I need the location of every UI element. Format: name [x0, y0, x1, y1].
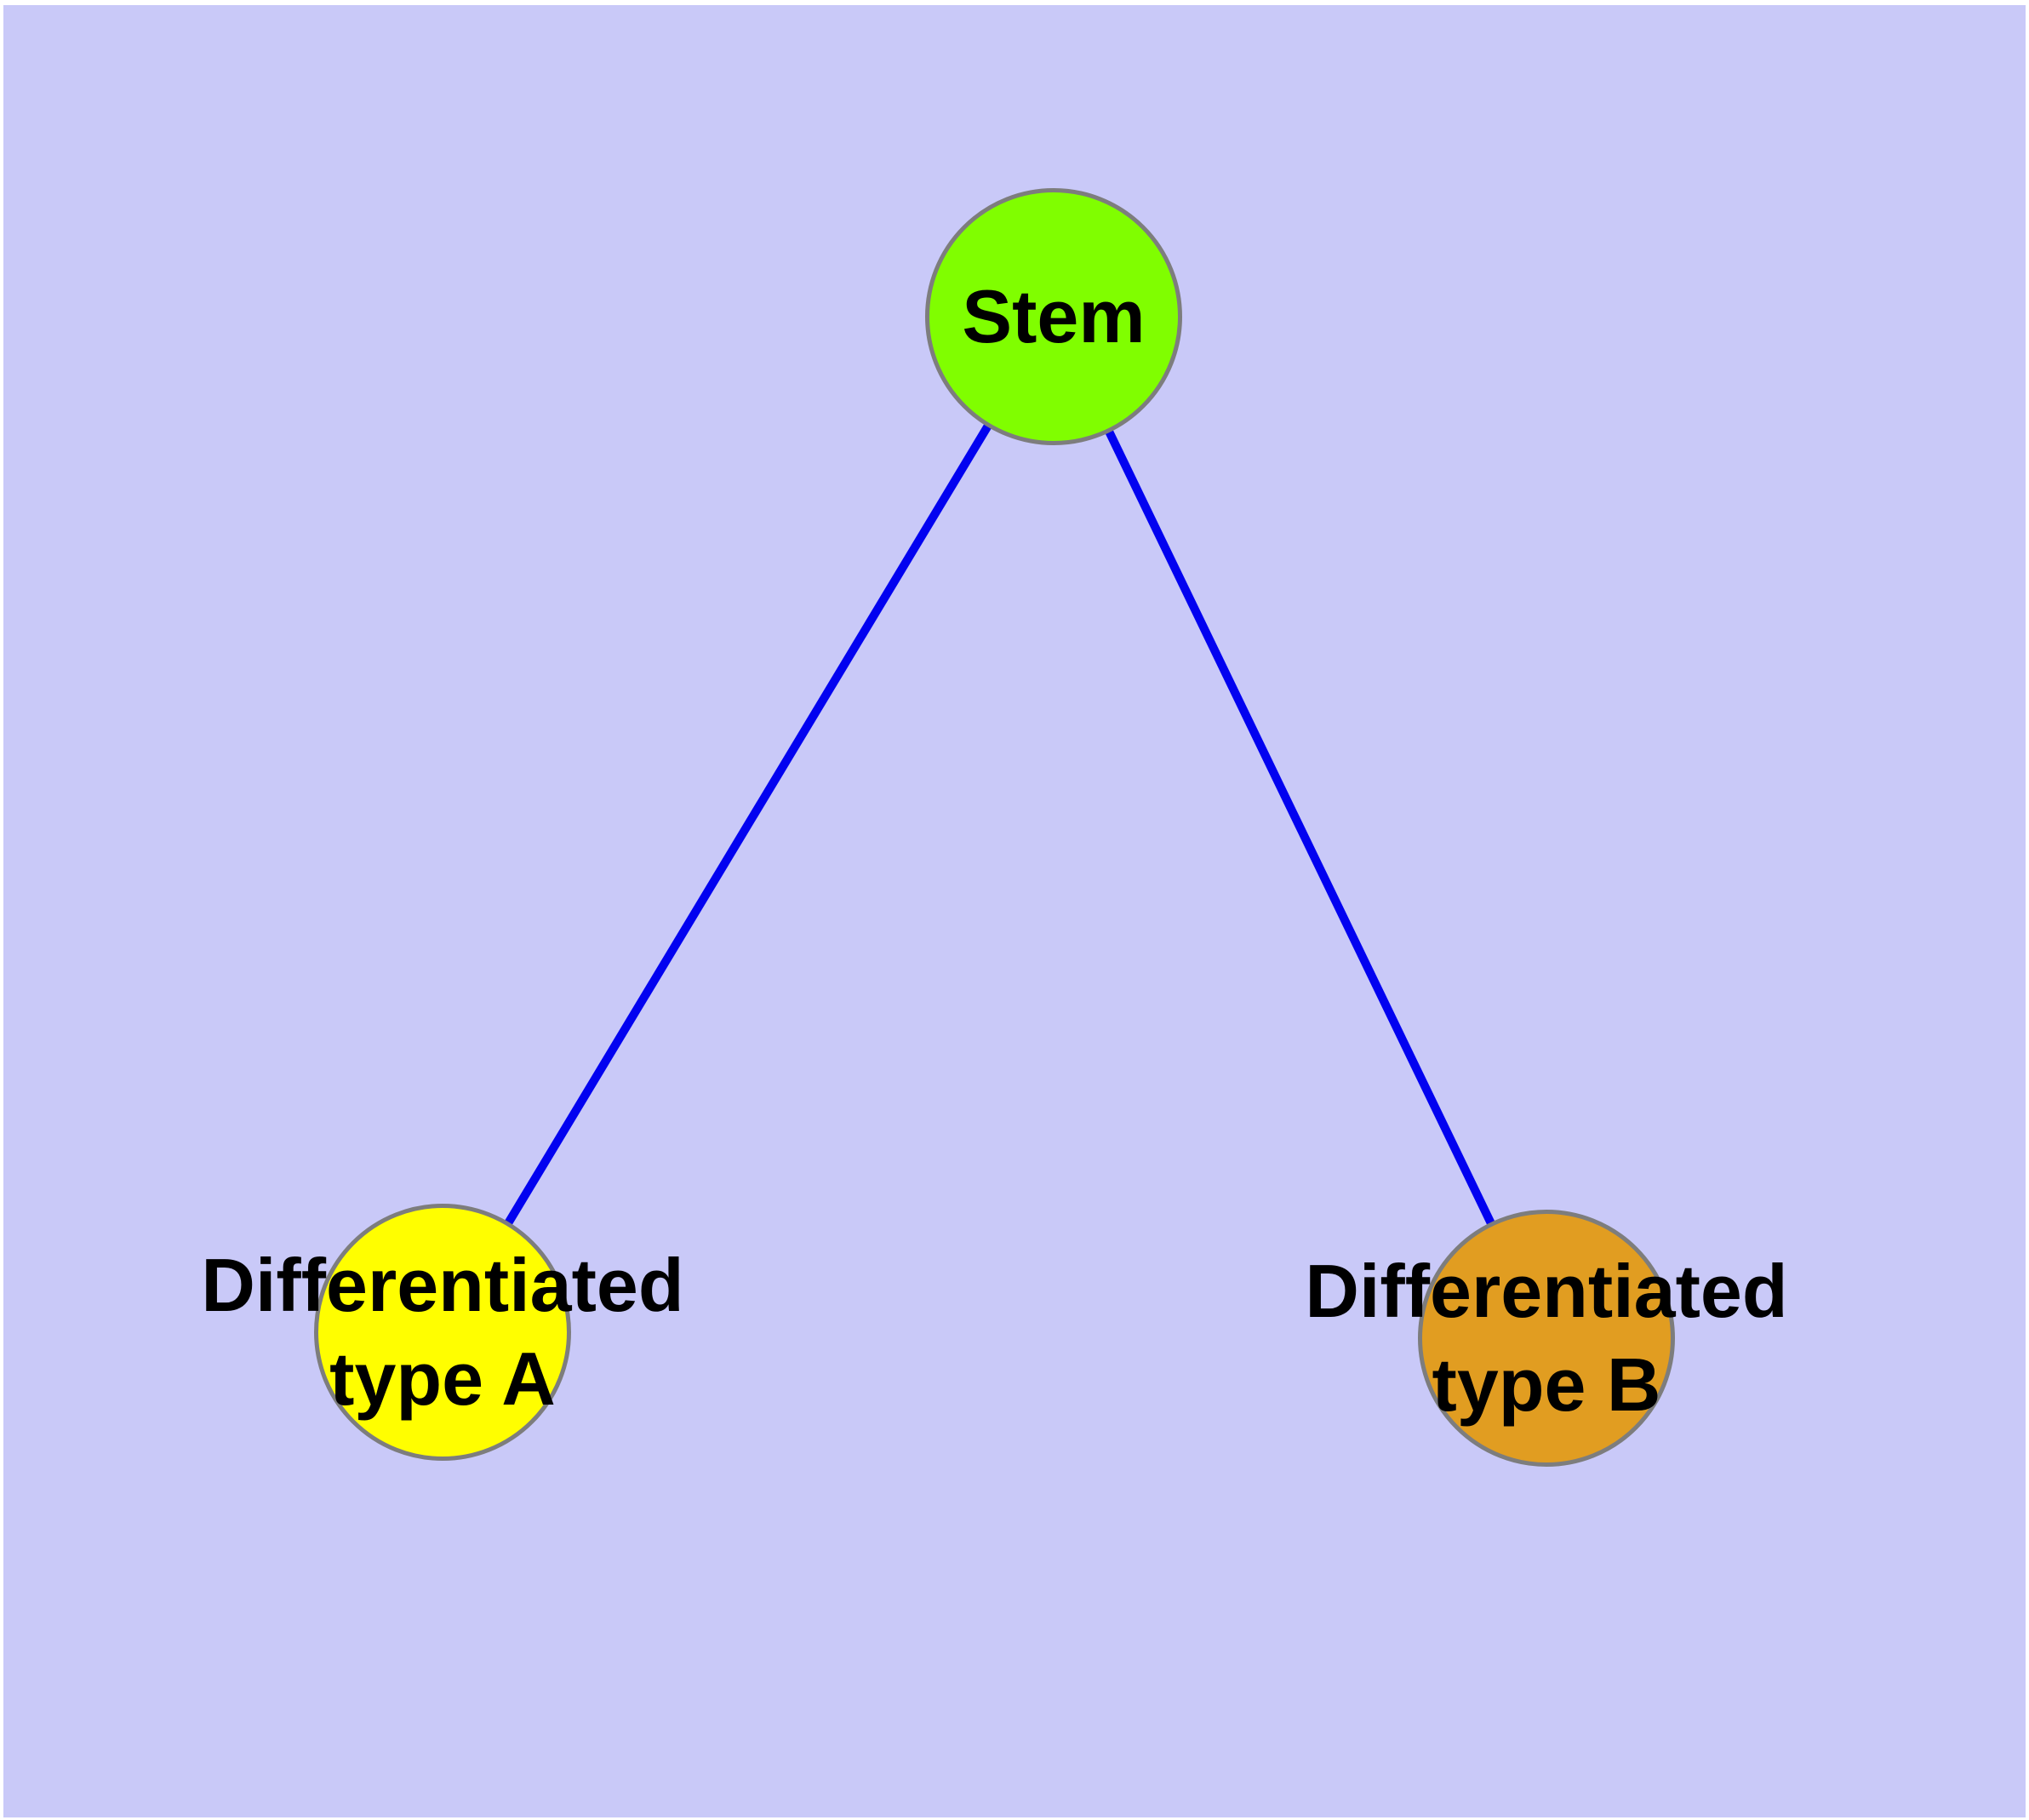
edges-layer [438, 314, 1551, 1341]
node-differentiated-type-a [314, 1204, 571, 1461]
node-label-line: Differentiated [1305, 1249, 1788, 1333]
node-differentiated-type-b [1418, 1210, 1675, 1467]
node-label-line: type A [329, 1336, 556, 1421]
node-label-stem: Stem [962, 270, 1145, 363]
node-label-differentiated-type-a: Differentiated type A [201, 1239, 683, 1426]
edge-stem-to-differentiated-type-a [438, 314, 1058, 1335]
node-label-line: Stem [962, 274, 1146, 358]
node-label-differentiated-type-b: Differentiated type B [1305, 1245, 1787, 1432]
edge-stem-to-differentiated-type-b [1049, 314, 1551, 1341]
node-label-line: Differentiated [201, 1243, 684, 1327]
node-label-line: type B [1432, 1342, 1661, 1427]
node-stem [925, 188, 1182, 445]
